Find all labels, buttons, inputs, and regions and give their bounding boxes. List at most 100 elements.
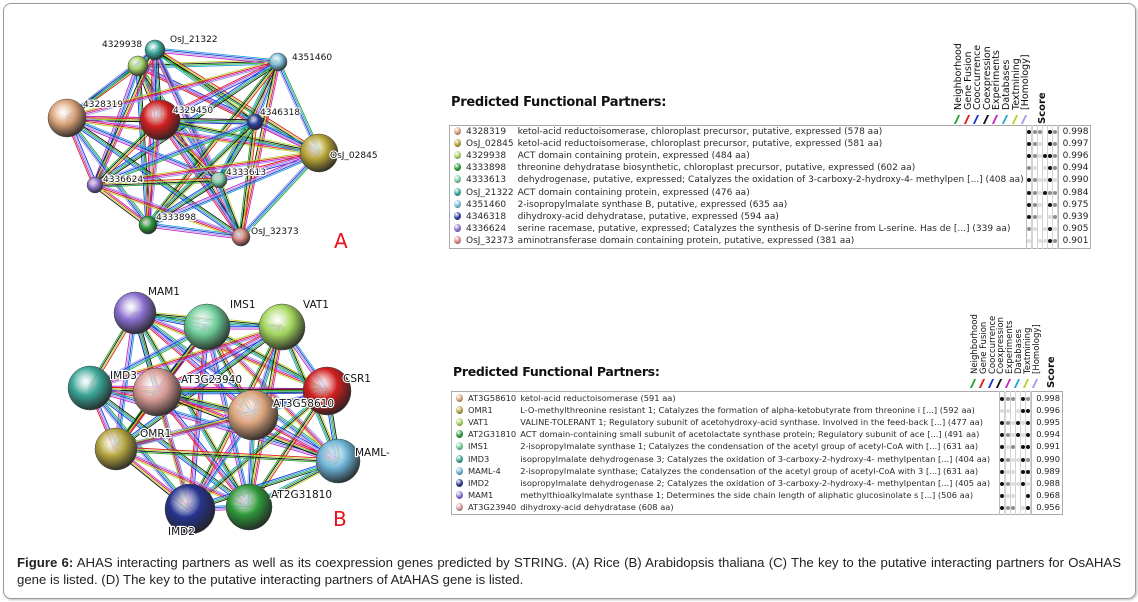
evidence-cell-textmining [1051, 125, 1058, 139]
gene-description: isopropylmalate dehydrogenase 2; Catalyz… [520, 477, 991, 488]
gene-name[interactable]: AT3G23940 [468, 502, 517, 513]
gene-name[interactable]: 4333613 [466, 175, 507, 186]
gene-cell: 4329938 [450, 150, 516, 162]
gene-name[interactable]: 4333898 [466, 163, 507, 174]
a-node-osj-32373[interactable] [231, 227, 251, 247]
evidence-cell-neighborhood [999, 391, 1005, 405]
gene-name[interactable]: MAML-4 [468, 465, 501, 476]
a-edge [94, 186, 241, 240]
evidence-cell-homology [1056, 138, 1059, 151]
a-node-osj-21322[interactable] [144, 39, 166, 61]
b-node-at3g58610[interactable] [227, 389, 279, 441]
b-node-imd2[interactable] [164, 483, 216, 535]
evidence-cell-coexpression [1010, 416, 1016, 429]
evidence-cell-cooccurrence [1031, 162, 1038, 175]
gene-name[interactable]: 4336624 [466, 224, 507, 235]
gene-name[interactable]: IMD2 [468, 477, 490, 488]
evidence-dot [1037, 153, 1042, 158]
evidence-cell-coexpression [1010, 452, 1016, 466]
a-edge [148, 222, 242, 236]
gene-name[interactable]: 4346318 [466, 211, 507, 222]
b-node-maml-4[interactable] [315, 438, 361, 484]
a-edge [220, 179, 244, 237]
a-node-4328319[interactable] [47, 98, 87, 138]
gene-name[interactable]: 4329938 [466, 150, 507, 161]
evidence-cell-databases [1020, 465, 1026, 478]
evidence-dot [1000, 457, 1005, 462]
gene-name[interactable]: AT3G58610 [468, 392, 517, 403]
a-node-4329450[interactable] [139, 99, 181, 141]
b-node-vat1[interactable] [258, 303, 306, 351]
b-edge [156, 392, 249, 508]
evidence-cell-homology [1056, 150, 1059, 163]
gene-name[interactable]: MAM1 [468, 490, 494, 501]
gene-name[interactable]: 4351460 [466, 199, 507, 210]
evidence-cell-cooccurrence [1005, 452, 1011, 466]
gene-name[interactable]: AT2G31810 [468, 429, 517, 440]
evidence-cell-neighborhood [999, 428, 1005, 441]
b-node-csr1[interactable] [302, 366, 352, 416]
gene-name[interactable]: OMR1 [468, 404, 493, 415]
evidence-dot [1042, 227, 1047, 232]
b-edge [135, 312, 250, 507]
gene-name[interactable]: 4328319 [466, 126, 507, 137]
b-node-at2g31810[interactable] [225, 483, 273, 531]
evidence-cell-textmining [1025, 428, 1031, 441]
a-node-4333613[interactable] [210, 171, 228, 189]
a-edge [155, 49, 320, 153]
evidence-dot [1047, 227, 1052, 232]
gene-name[interactable]: IMD3 [468, 453, 490, 464]
a-node-4333898[interactable] [138, 215, 158, 235]
b-node-ims1[interactable] [183, 303, 231, 351]
a-edge [161, 118, 244, 237]
evidence-color-mark [987, 379, 994, 388]
evidence-cell-cooccurrence [1005, 489, 1011, 502]
gene-cell: 4333898 [450, 163, 516, 175]
a-node-4351460[interactable] [268, 52, 288, 72]
evidence-cell-experiments [1015, 501, 1021, 515]
a-node-4329938[interactable] [127, 55, 149, 77]
a-node-4346318[interactable] [246, 113, 264, 131]
gene-name[interactable]: OsJ_02845 [466, 138, 514, 149]
evidence-cell-homology [1056, 186, 1059, 200]
evidence-cell-homology [1030, 452, 1032, 466]
gene-name[interactable]: OsJ_21322 [466, 187, 514, 198]
a-node-4336624[interactable] [86, 176, 104, 194]
score-cell: 0.968 [1031, 489, 1063, 502]
b-edge [205, 327, 249, 508]
gene-name[interactable]: IMS1 [468, 441, 489, 452]
b-node-imd3[interactable] [67, 365, 113, 411]
b-node-omr1[interactable] [94, 427, 138, 471]
evidence-cell-cooccurrence [1031, 150, 1038, 163]
evidence-color-mark [996, 379, 1003, 388]
b-node-at3g23940[interactable] [132, 367, 182, 417]
gene-description: dehydrogenase, putative, expressed; Cata… [517, 175, 1024, 186]
a-edge [146, 60, 277, 224]
a-edge [239, 121, 255, 237]
b-node-mam1[interactable] [113, 291, 157, 335]
partner-row[interactable]: IMD2 isopropylmalate dehydrogenase 2; Cat… [452, 477, 1063, 490]
partner-row[interactable]: 4333613 dehydrogenase, putative, expresse… [450, 174, 1091, 187]
gene-name[interactable]: OsJ_32373 [466, 236, 514, 247]
a-edge [154, 50, 278, 64]
a-node-osj-02845[interactable] [299, 133, 339, 173]
gene-name[interactable]: VAT1 [468, 416, 489, 427]
